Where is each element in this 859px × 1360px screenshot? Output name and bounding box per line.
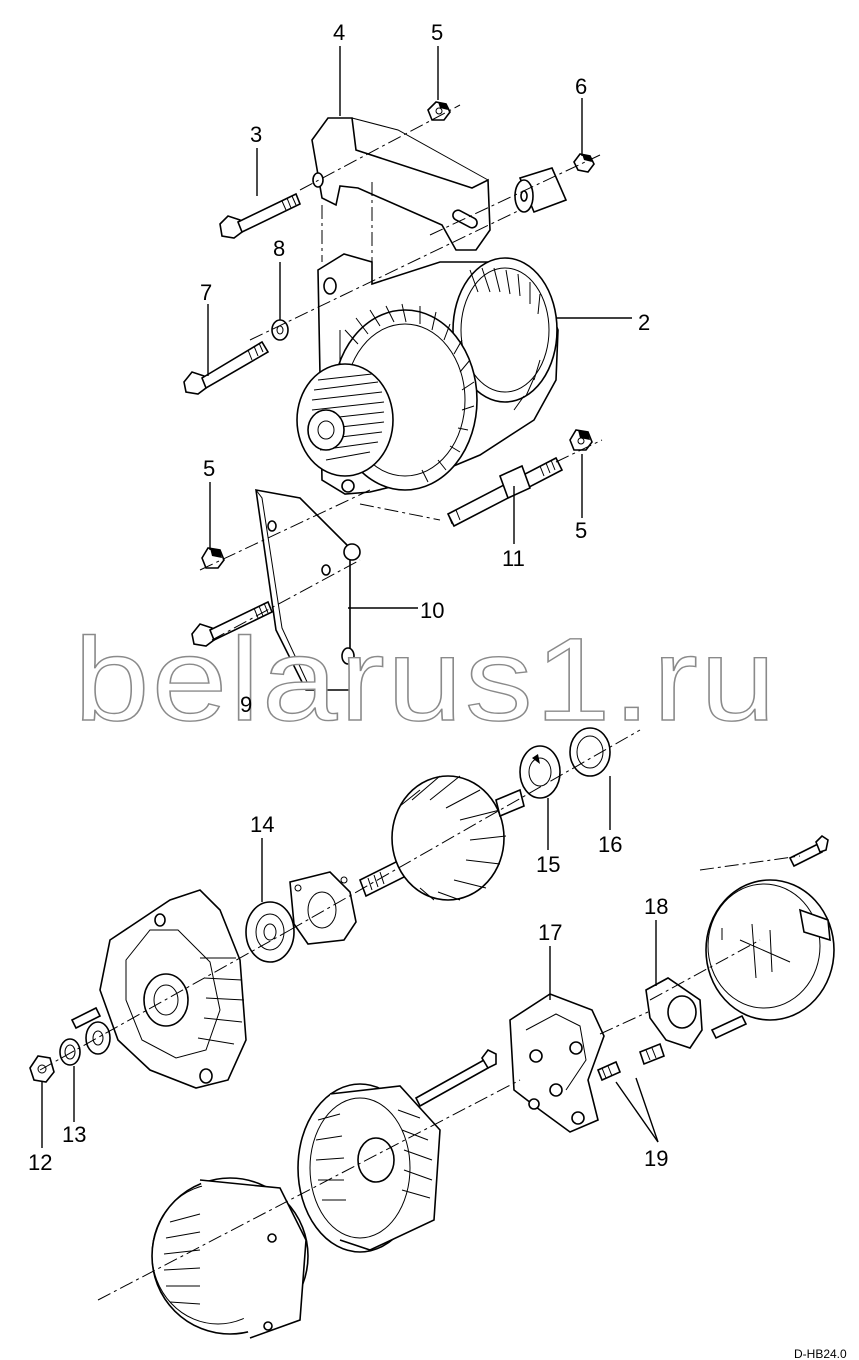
regulator-part-18 — [645, 977, 703, 1049]
rotor — [358, 775, 525, 901]
callout-10: 10 — [420, 598, 444, 623]
brush-springs-part-19 — [596, 1042, 665, 1082]
rear-cover — [705, 879, 835, 1021]
slip-ring-end-housing — [297, 1083, 441, 1253]
bolt-part-3 — [219, 192, 302, 239]
callout-8: 8 — [273, 236, 285, 261]
bolt-part-9 — [191, 600, 274, 647]
alternator-part-2 — [296, 253, 559, 495]
nut-part-5-right — [569, 429, 593, 451]
spacer-sleeve — [514, 167, 568, 214]
callout-7: 7 — [200, 280, 212, 305]
washer-part-8 — [271, 319, 289, 341]
callout-12: 12 — [28, 1150, 52, 1175]
bracket-part-10 — [255, 489, 361, 691]
watermark-text: belarus1.ru — [74, 614, 778, 746]
housing-screw — [70, 1006, 102, 1030]
callout-17: 17 — [538, 920, 562, 945]
nut-part-5-top — [427, 101, 451, 121]
stator — [151, 1177, 309, 1339]
bolt-part-7 — [183, 340, 270, 395]
callout-6: 6 — [575, 74, 587, 99]
bearing-part-15 — [519, 745, 561, 799]
callout-11: 11 — [502, 546, 525, 571]
stud-part-11 — [446, 456, 564, 528]
callout-18: 18 — [644, 894, 668, 919]
callout-16: 16 — [598, 832, 622, 857]
rectifier-part-17 — [509, 993, 605, 1133]
nut-part-5-left — [201, 547, 225, 569]
callout-3: 3 — [250, 122, 262, 147]
cover-screw — [788, 834, 829, 868]
callout-14: 14 — [250, 812, 274, 837]
callout-19: 19 — [644, 1146, 668, 1171]
leader-lines — [41, 46, 659, 1148]
callout-labels: 4 5 6 3 8 7 2 5 5 11 10 9 14 15 16 17 18… — [28, 20, 668, 1175]
drawing-code: D-HB24.0 — [794, 1347, 847, 1360]
bearing-part-14 — [245, 901, 295, 963]
callout-5-left: 5 — [203, 456, 215, 481]
spacer-ring — [85, 1021, 111, 1055]
through-bolt — [414, 1048, 497, 1108]
callout-2: 2 — [638, 310, 650, 335]
callout-15: 15 — [536, 852, 560, 877]
washer-part-13 — [59, 1038, 81, 1066]
callout-9: 9 — [240, 692, 252, 717]
callout-13: 13 — [62, 1122, 86, 1147]
axis-lines-lower — [39, 729, 801, 1301]
callout-5-top: 5 — [431, 20, 443, 45]
callout-5-right: 5 — [575, 518, 587, 543]
bracket-part-4 — [311, 117, 491, 251]
callout-4: 4 — [333, 20, 345, 45]
drive-end-housing — [99, 889, 247, 1089]
regulator-screw — [710, 1014, 748, 1040]
bearing-retainer-plate — [289, 871, 357, 945]
axis-lines-upper — [199, 104, 603, 641]
